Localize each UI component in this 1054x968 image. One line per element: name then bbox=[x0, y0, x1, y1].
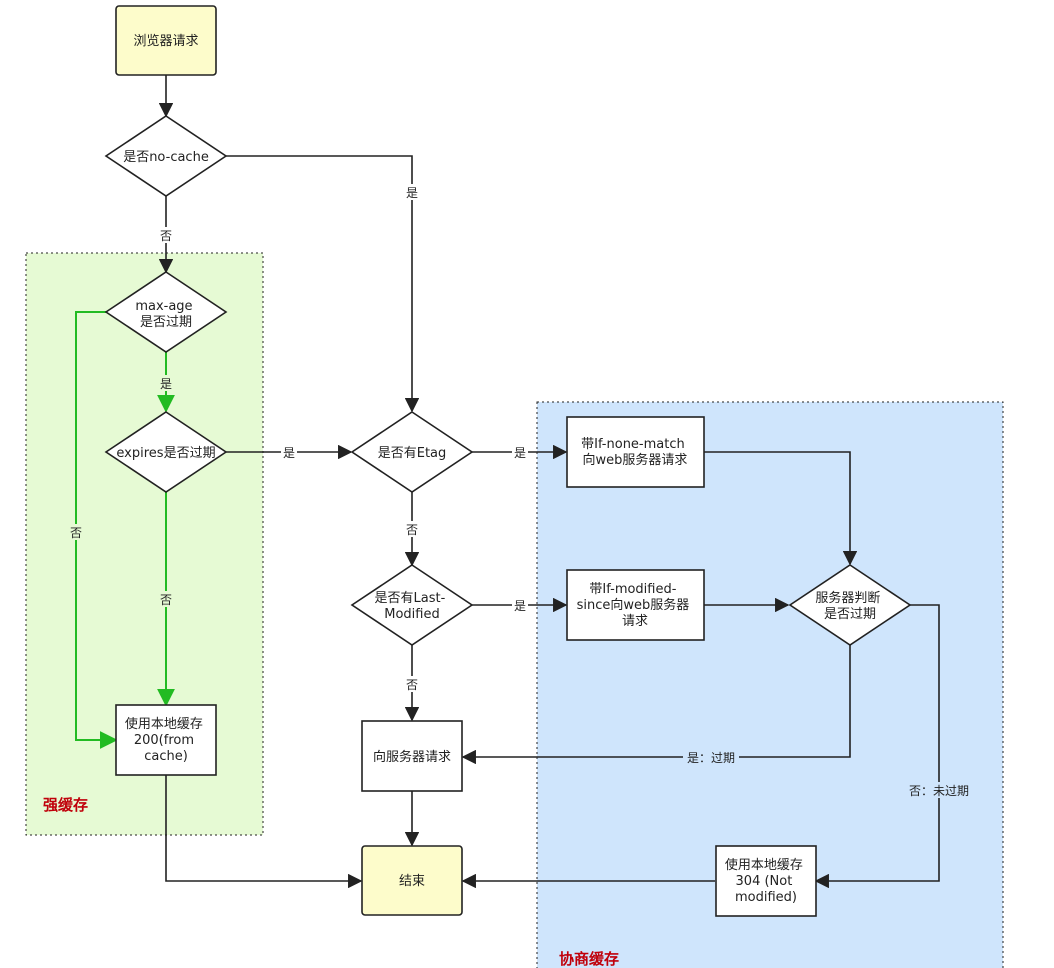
expires-decision bbox=[104, 411, 228, 493]
has-last-modified-decision bbox=[350, 564, 474, 646]
use-local-cache-200-node bbox=[115, 704, 217, 776]
ifmod-line-1: 带If-modified- bbox=[589, 582, 676, 597]
browser-request-node bbox=[115, 5, 217, 76]
expires-text: expires是否过期 bbox=[116, 446, 215, 461]
local200-line-3: cache) bbox=[144, 749, 188, 764]
browser-request-text: 浏览器请求 bbox=[133, 33, 198, 49]
edge-label-etag-yes: 是 bbox=[514, 446, 526, 460]
ifmod-line-3: 请求 bbox=[622, 614, 648, 629]
edge-label-nocache-no: 否 bbox=[160, 229, 172, 243]
edge-judge-not-expired bbox=[814, 604, 940, 889]
use-local-cache-304-text: 使用本地缓存 304 (Not modified) bbox=[725, 857, 807, 905]
if-modified-since-node bbox=[566, 569, 705, 641]
ifmod-line-2: since向web服务器 bbox=[577, 597, 690, 613]
lastmod-line-2: Modified bbox=[384, 607, 439, 622]
request-server-node bbox=[361, 720, 463, 792]
edge-label-lastmod-yes: 是 bbox=[514, 599, 526, 613]
has-etag-decision bbox=[350, 411, 474, 493]
end-text: 结束 bbox=[399, 874, 425, 889]
local304-line-3: modified) bbox=[735, 890, 797, 905]
max-age-line-2: 是否过期 bbox=[140, 315, 192, 330]
edge-label-etag-no: 否 bbox=[406, 523, 418, 537]
local200-line-2: 200(from bbox=[134, 733, 194, 748]
ifnone-line-1: 带If-none-match bbox=[581, 437, 685, 452]
max-age-text: max-age 是否过期 bbox=[135, 299, 196, 330]
edge-label-not-expired: 否：未过期 bbox=[909, 784, 969, 798]
edge-label-expires-no: 否 bbox=[160, 593, 172, 607]
use-local-cache-304-node bbox=[715, 845, 817, 917]
edge-judge-expired bbox=[461, 645, 851, 765]
no-cache-decision bbox=[104, 115, 228, 197]
edge-label-expires-yes: 是 bbox=[283, 446, 295, 460]
if-modified-since-text: 带If-modified- since向web服务器 请求 bbox=[577, 582, 694, 629]
edge-ifnone-to-judge bbox=[704, 451, 858, 566]
edge-label-expired: 是：过期 bbox=[687, 751, 735, 765]
no-cache-text: 是否no-cache bbox=[123, 150, 209, 165]
use-local-cache-200-text: 使用本地缓存 200(from cache) bbox=[125, 716, 207, 764]
server-judges-decision bbox=[788, 564, 912, 646]
request-server-text: 向服务器请求 bbox=[373, 749, 451, 765]
judge-line-2: 是否过期 bbox=[824, 607, 876, 622]
max-age-line-1: max-age bbox=[135, 299, 192, 314]
server-judges-text: 服务器判断 是否过期 bbox=[815, 590, 884, 622]
strong-cache-label: 强缓存 bbox=[43, 796, 88, 814]
edge-label-nocache-yes: 是 bbox=[406, 186, 418, 200]
local304-line-2: 304 (Not bbox=[736, 874, 793, 889]
lastmod-line-1: 是否有Last- bbox=[375, 591, 446, 606]
if-none-match-node bbox=[566, 416, 705, 488]
has-etag-text: 是否有Etag bbox=[378, 446, 447, 461]
edge-label-lastmod-no: 否 bbox=[406, 678, 418, 692]
end-node bbox=[361, 845, 463, 916]
edge-nocache-yes bbox=[226, 155, 420, 413]
negotiated-cache-label: 协商缓存 bbox=[559, 950, 619, 968]
judge-line-1: 服务器判断 bbox=[815, 590, 880, 606]
local200-line-1: 使用本地缓存 bbox=[125, 716, 203, 732]
local304-line-1: 使用本地缓存 bbox=[725, 857, 803, 873]
ifnone-line-2: 向web服务器请求 bbox=[583, 452, 688, 468]
edge-label-maxage-no: 否 bbox=[70, 526, 82, 540]
if-none-match-text: 带If-none-match 向web服务器请求 bbox=[581, 437, 689, 468]
has-last-modified-text: 是否有Last- Modified bbox=[375, 591, 450, 622]
edge-local200-to-end bbox=[165, 775, 363, 889]
max-age-decision bbox=[104, 271, 228, 353]
edge-label-maxage-yes: 是 bbox=[160, 377, 172, 391]
